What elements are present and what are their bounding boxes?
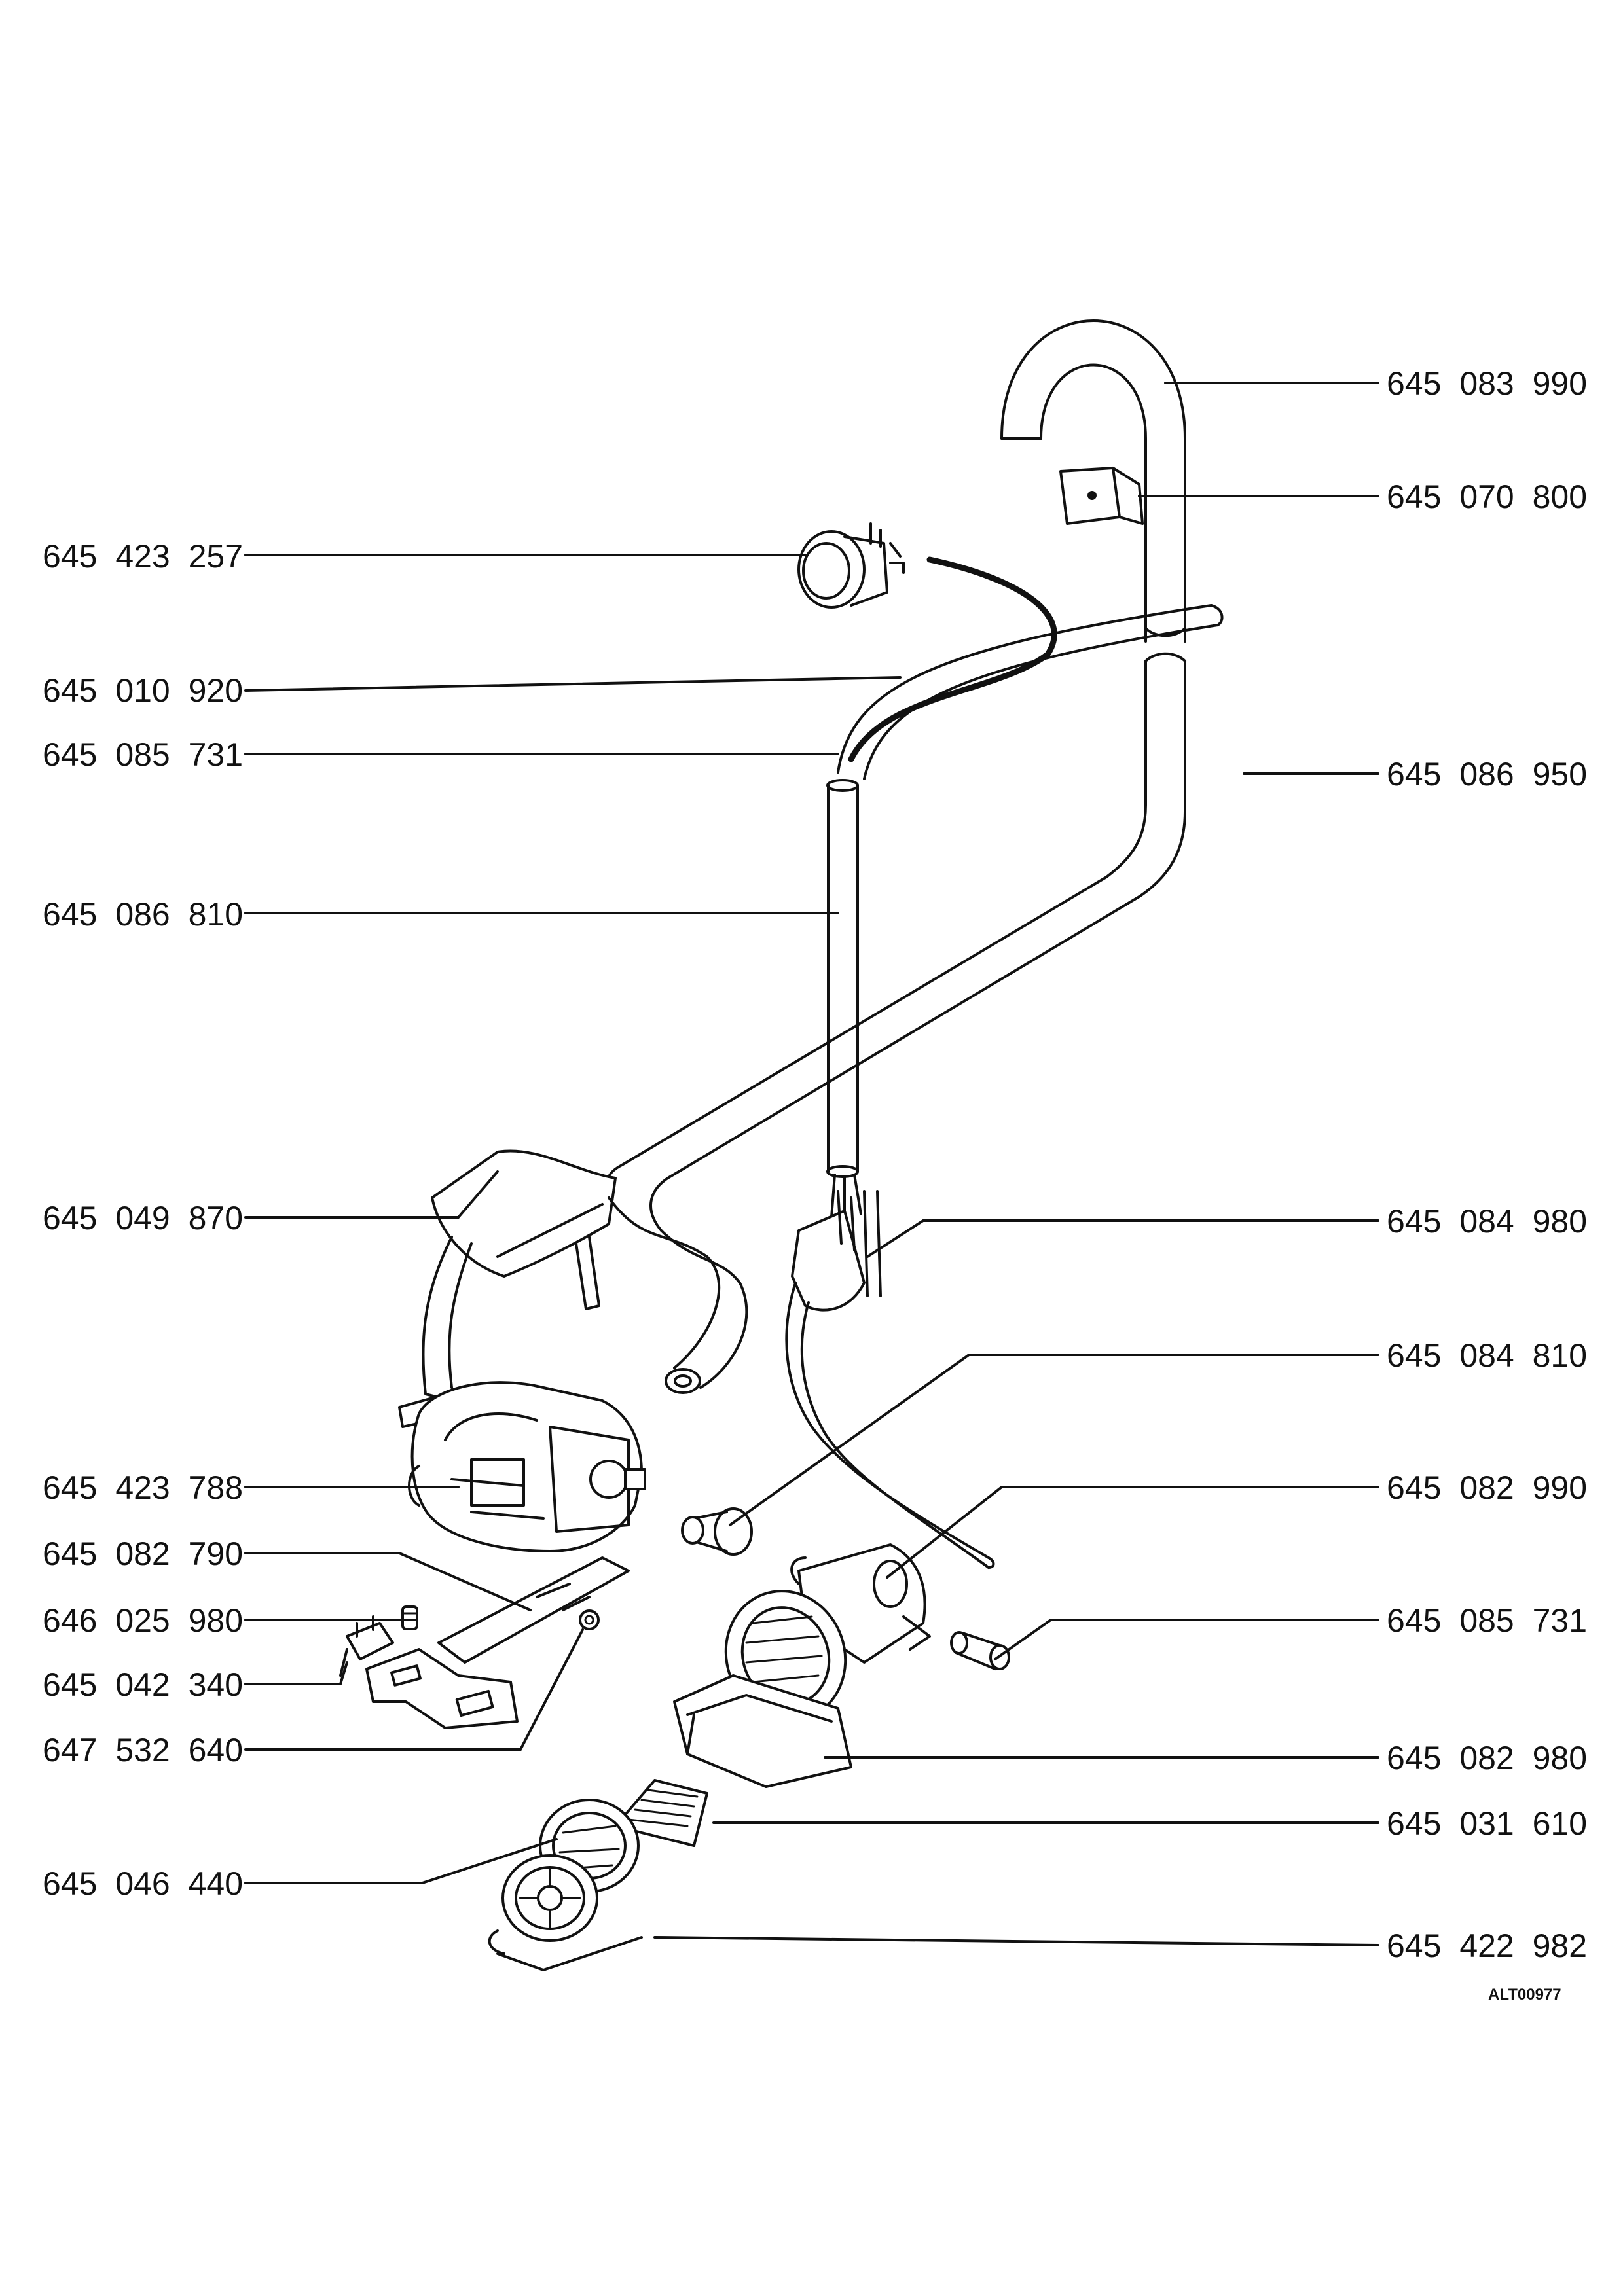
screw — [401, 1605, 418, 1630]
leader-lines — [244, 382, 1379, 1971]
part-label: 645 083 990 — [1387, 365, 1587, 402]
part-label: 645 046 440 — [43, 1865, 243, 1902]
part-label: 645 070 800 — [1387, 478, 1587, 515]
part-label: 645 085 731 — [43, 736, 243, 773]
terminal-block — [339, 1615, 394, 1677]
hose-piece — [950, 1631, 1010, 1670]
part-label: 645 042 340 — [43, 1666, 243, 1703]
part-label: 645 084 980 — [1387, 1203, 1587, 1240]
part-label: 645 086 810 — [43, 896, 243, 933]
electric-cable — [848, 556, 1057, 762]
non-return-valve — [681, 1507, 753, 1556]
overflow-tube — [837, 604, 1224, 780]
part-label: 646 025 980 — [43, 1602, 243, 1639]
nut — [579, 1609, 600, 1630]
drawing-reference-code: ALT00977 — [1488, 1986, 1561, 2003]
outlet-hose-bend — [608, 1196, 748, 1394]
part-label: 645 422 982 — [1387, 1928, 1587, 1964]
element-connector — [785, 1190, 995, 1569]
motor-bracket — [365, 1556, 630, 1729]
part-label: 645 010 920 — [43, 672, 243, 709]
hose-clip — [1059, 467, 1144, 525]
part-label: 645 084 810 — [1387, 1337, 1587, 1374]
part-label: 645 082 790 — [43, 1535, 243, 1572]
part-label: 645 082 990 — [1387, 1469, 1587, 1506]
part-label: 645 049 870 — [43, 1200, 243, 1236]
drain-hose-hook — [605, 319, 1186, 1232]
part-label: 645 086 950 — [1387, 756, 1587, 793]
parts-artwork — [339, 319, 1224, 1955]
part-label: 645 031 610 — [1387, 1805, 1587, 1842]
part-label: 645 085 731 — [1387, 1602, 1587, 1639]
filter-housing — [673, 1674, 852, 1788]
pump-motor — [408, 1381, 646, 1552]
right-labels: 645 083 990 645 070 800 645 086 950 645 … — [1387, 365, 1587, 1964]
filter — [614, 1779, 708, 1847]
sleeve-tube — [826, 779, 862, 1225]
part-label: 645 082 980 — [1387, 1740, 1587, 1776]
part-label: 645 423 788 — [43, 1469, 243, 1506]
part-label: 647 532 640 — [43, 1732, 243, 1768]
part-label: 645 423 257 — [43, 538, 243, 575]
left-labels: 645 423 257 645 010 920 645 085 731 645 … — [43, 538, 243, 1902]
pressure-switch — [797, 522, 905, 609]
impeller-assembly — [488, 1799, 640, 1955]
